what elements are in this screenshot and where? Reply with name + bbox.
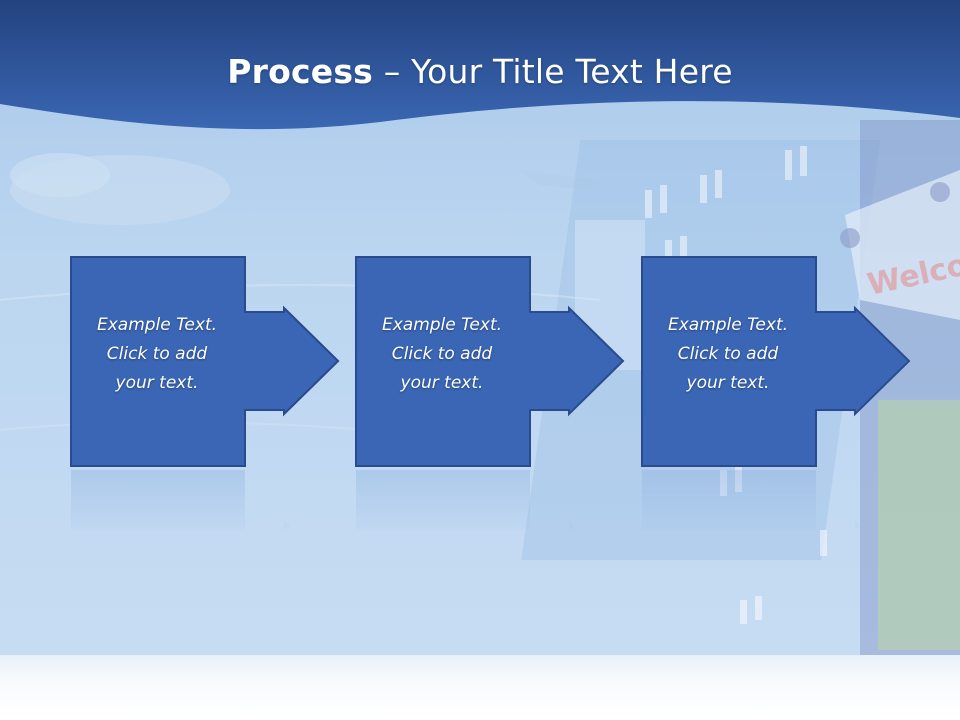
title-rest-part: – Your Title Text Here	[373, 52, 733, 91]
step-text[interactable]: Example Text. Click to add your text.	[667, 315, 789, 393]
step-text[interactable]: Example Text. Click to add your text.	[381, 315, 503, 393]
step-1-reflection	[70, 470, 338, 540]
background-illustration: Welcom	[0, 120, 960, 655]
step-2-reflection	[355, 470, 623, 540]
footer-band	[0, 655, 960, 720]
step-arrow-shape	[70, 256, 340, 467]
step-arrow-shape	[641, 256, 911, 467]
step-3-reflection	[641, 470, 909, 540]
step-arrow-shape	[355, 256, 625, 467]
step-text[interactable]: Example Text. Click to add your text.	[96, 315, 218, 393]
slide-title[interactable]: Process – Your Title Text Here	[0, 52, 960, 91]
process-step-1[interactable]: Example Text. Click to add your text.	[70, 256, 340, 468]
header-banner	[0, 0, 960, 130]
title-bold-part: Process	[227, 52, 374, 91]
process-step-3[interactable]: Example Text. Click to add your text.	[641, 256, 911, 468]
process-step-2[interactable]: Example Text. Click to add your text.	[355, 256, 625, 468]
